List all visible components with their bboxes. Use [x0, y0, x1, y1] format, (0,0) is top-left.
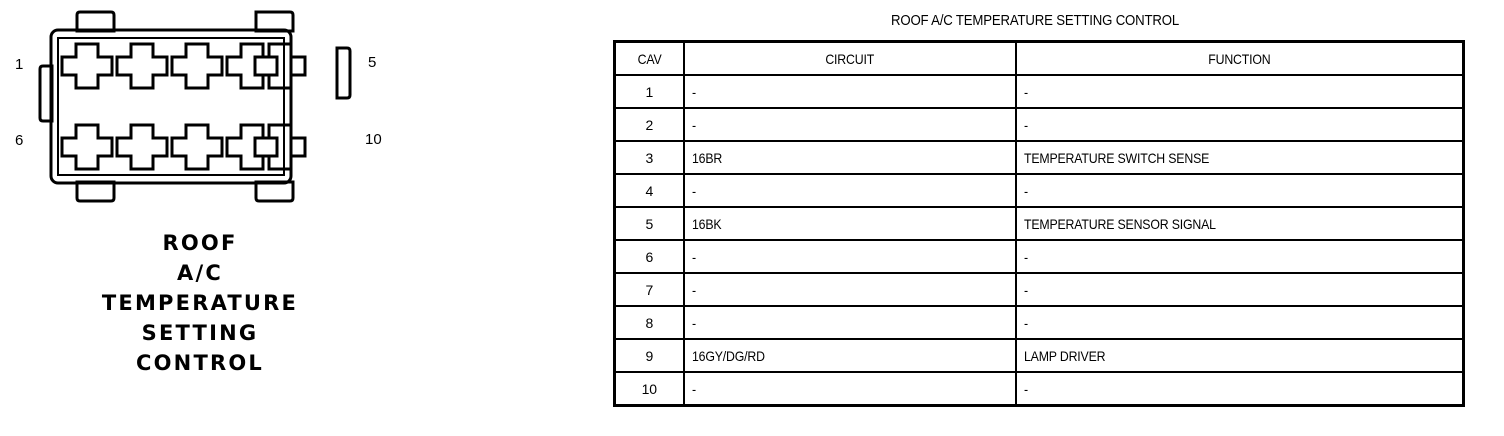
table-row: 2 - -	[613, 107, 1465, 142]
table-row: 10 - -	[613, 371, 1465, 407]
cell-circuit: -	[682, 107, 1017, 142]
connector-cavity-field	[57, 37, 285, 176]
cavity-number-top-right: 5	[368, 54, 377, 71]
connector-name-line: TEMPERATURE	[101, 291, 299, 315]
cell-function: TEMPERATURE SWITCH SENSE	[1014, 140, 1465, 175]
connector-cavity-3	[170, 42, 224, 90]
connector-cavity-9	[225, 123, 279, 171]
cell-circuit: -	[682, 305, 1017, 340]
connector-latch-left	[38, 64, 54, 123]
cell-function: -	[1014, 107, 1465, 142]
cell-circuit: -	[682, 239, 1017, 274]
connector-cavity-6	[60, 123, 114, 171]
connector-name-label: ROOF A/C TEMPERATURE SETTING CONTROL	[0, 228, 400, 378]
connector-diagram	[38, 10, 352, 203]
cell-cav: 1	[613, 74, 685, 109]
column-header-function: FUNCTION	[1014, 40, 1465, 76]
cell-cav: 9	[613, 338, 685, 373]
connector-name-line: ROOF	[162, 231, 238, 255]
cell-function: LAMP DRIVER	[1014, 338, 1465, 373]
cell-circuit: -	[682, 173, 1017, 208]
connector-tab-top-right	[254, 10, 295, 33]
connector-name-line: A/C	[177, 261, 223, 285]
connector-cavity-7	[115, 123, 169, 171]
connector-body-outline	[49, 28, 293, 185]
cell-function: TEMPERATURE SENSOR SIGNAL	[1014, 206, 1465, 241]
connector-name-line: SETTING	[141, 321, 259, 345]
connector-panel: 1 6 5 10 ROOF A/C TEMPERATURE SETTING CO…	[0, 0, 420, 436]
cell-circuit: 16BK	[682, 206, 1017, 241]
cell-cav: 3	[613, 140, 685, 175]
pinout-table: CAV CIRCUIT FUNCTION 1 - - 2 - - 3 16BR …	[613, 40, 1465, 407]
connector-cavity-2	[115, 42, 169, 90]
connector-cavity-1	[60, 42, 114, 90]
cell-circuit: -	[682, 272, 1017, 307]
cell-cav: 7	[613, 272, 685, 307]
table-row: 4 - -	[613, 173, 1465, 208]
pinout-panel: ROOF A/C TEMPERATURE SETTING CONTROL CAV…	[610, 0, 1470, 436]
cell-circuit: 16GY/DG/RD	[682, 338, 1017, 373]
cell-circuit: 16BR	[682, 140, 1017, 175]
cell-circuit: -	[682, 74, 1017, 109]
cell-cav: 2	[613, 107, 685, 142]
connector-cavity-8	[170, 123, 224, 171]
connector-cavity-4	[225, 42, 279, 90]
cell-function: -	[1014, 173, 1465, 208]
cell-cav: 10	[613, 371, 685, 407]
table-row: 6 - -	[613, 239, 1465, 274]
column-header-cav: CAV	[613, 40, 685, 76]
connector-tab-bottom-left	[75, 180, 116, 203]
connector-tab-top-left	[75, 10, 116, 33]
connector-cavity-5	[253, 42, 307, 90]
connector-tab-bottom-right	[254, 180, 295, 203]
cell-function: -	[1014, 305, 1465, 340]
connector-latch-right	[335, 46, 352, 100]
table-row: 1 - -	[613, 74, 1465, 109]
table-header-row: CAV CIRCUIT FUNCTION	[613, 40, 1465, 76]
cell-cav: 5	[613, 206, 685, 241]
table-row: 5 16BK TEMPERATURE SENSOR SIGNAL	[613, 206, 1465, 241]
cavity-number-bottom-left: 6	[15, 132, 24, 149]
cavity-number-bottom-right: 10	[365, 131, 382, 148]
table-title: ROOF A/C TEMPERATURE SETTING CONTROL	[890, 12, 1180, 29]
cell-function: -	[1014, 371, 1465, 407]
cell-function: -	[1014, 74, 1465, 109]
cell-cav: 8	[613, 305, 685, 340]
connector-cavity-10	[253, 123, 307, 171]
table-row: 8 - -	[613, 305, 1465, 340]
cell-function: -	[1014, 239, 1465, 274]
table-row: 9 16GY/DG/RD LAMP DRIVER	[613, 338, 1465, 373]
cavity-number-top-left: 1	[15, 56, 24, 73]
column-header-circuit: CIRCUIT	[682, 40, 1017, 76]
cell-cav: 6	[613, 239, 685, 274]
table-row: 3 16BR TEMPERATURE SWITCH SENSE	[613, 140, 1465, 175]
cell-function: -	[1014, 272, 1465, 307]
table-row: 7 - -	[613, 272, 1465, 307]
cell-cav: 4	[613, 173, 685, 208]
cell-circuit: -	[682, 371, 1017, 407]
connector-name-line: CONTROL	[136, 351, 264, 375]
